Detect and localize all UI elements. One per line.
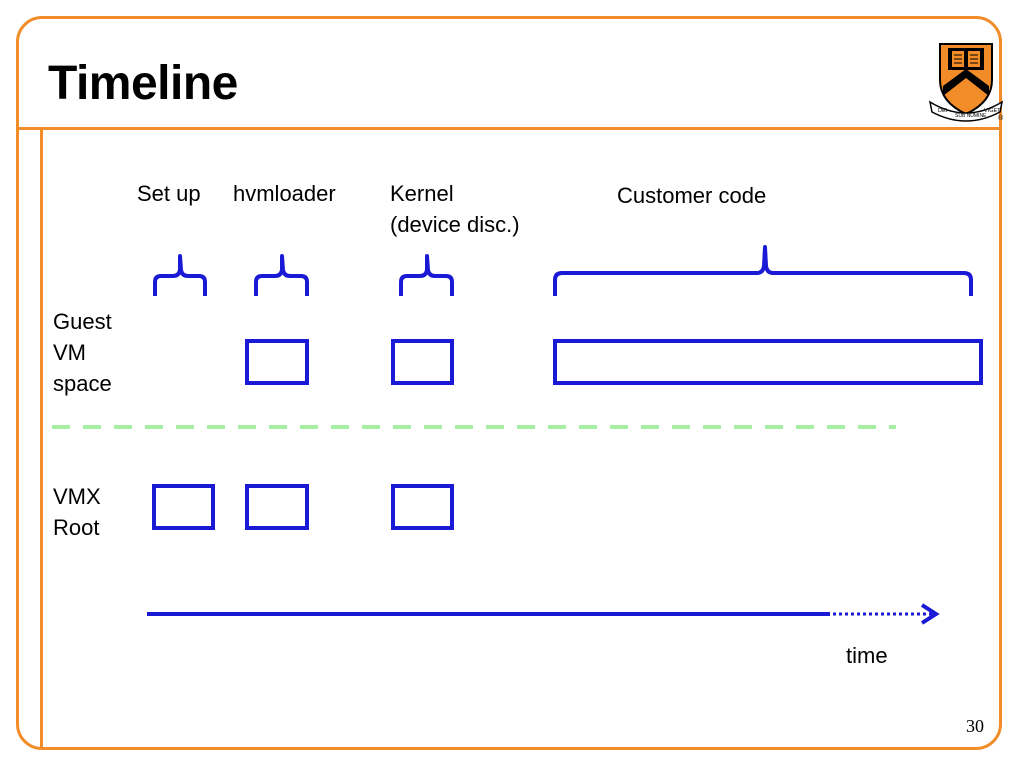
- brace-hvmloader: [254, 254, 309, 296]
- phase-label-kernel: Kernel: [390, 181, 454, 206]
- row-label-root: Root: [53, 515, 100, 540]
- slide-frame: [16, 16, 1002, 750]
- page-number: 30: [966, 716, 984, 736]
- phase-label-kernel-detail: (device disc.): [390, 212, 520, 237]
- row-label-guest: Guest: [53, 309, 112, 334]
- phase-label-customer-code: Customer code: [617, 183, 767, 208]
- row-label-vm: VM: [53, 340, 86, 365]
- logo-motto-right: VIGET: [984, 108, 1001, 114]
- guest-box-hvmloader: [245, 339, 309, 385]
- row-label-vmx: VMX: [53, 484, 101, 509]
- slide-title: Timeline: [48, 57, 238, 110]
- phase-label-setup: Set up: [137, 181, 201, 206]
- time-arrow-head: [920, 603, 940, 625]
- logo-motto-left: DEI: [938, 108, 948, 114]
- guest-box-kernel: [391, 339, 454, 385]
- brace-setup: [153, 254, 207, 296]
- brace-kernel: [399, 254, 454, 296]
- logo-registered-mark: ®: [998, 114, 1004, 122]
- time-axis-label: time: [846, 643, 888, 668]
- princeton-shield-icon: DEI SUB NUMINE VIGET ®: [928, 43, 1004, 122]
- row-label-space: space: [53, 371, 112, 396]
- vmx-box-kernel: [391, 484, 454, 530]
- logo-motto-center: SUB NUMINE: [955, 113, 987, 119]
- guest-box-customer-code: [553, 339, 983, 385]
- brace-customer-code: [553, 245, 973, 296]
- phase-label-hvmloader: hvmloader: [233, 181, 336, 206]
- vmx-box-setup: [152, 484, 215, 530]
- side-divider: [40, 127, 43, 747]
- title-divider: [18, 127, 1002, 130]
- vmx-box-hvmloader: [245, 484, 309, 530]
